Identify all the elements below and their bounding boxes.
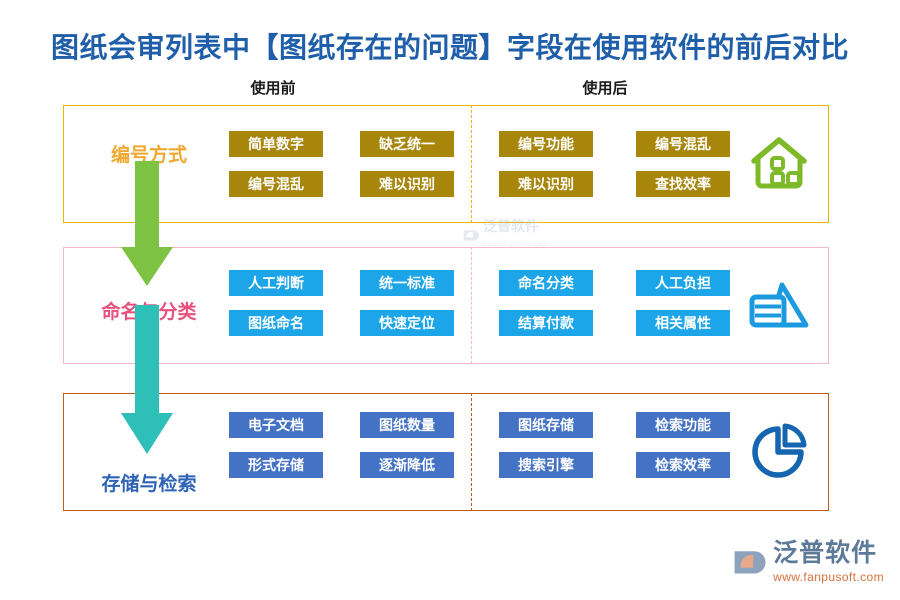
down-arrow-green	[117, 161, 177, 289]
tag-before[interactable]: 缺乏统一	[360, 131, 454, 157]
comparison-row-numbering: 编号方式 简单数字 缺乏统一 编号混乱 难以识别 编号功能 编号混乱 难以识别 …	[63, 105, 829, 223]
row-divider	[471, 105, 472, 223]
tag-before[interactable]: 快速定位	[360, 310, 454, 336]
tag-after[interactable]: 命名分类	[499, 270, 593, 296]
watermark-name: 泛普软件	[483, 218, 539, 234]
row-category-label: 编号方式	[110, 145, 187, 166]
fanpu-logo-mark-icon	[463, 229, 479, 241]
tag-after[interactable]: 查找效率	[636, 171, 730, 197]
tag-before[interactable]: 形式存储	[229, 452, 323, 478]
column-header-after: 使用后	[582, 80, 628, 97]
down-arrow-teal	[117, 305, 177, 457]
house-icon	[746, 133, 812, 195]
tag-after[interactable]: 结算付款	[499, 310, 593, 336]
tag-after[interactable]: 人工负担	[636, 270, 730, 296]
tag-after[interactable]: 难以识别	[499, 171, 593, 197]
page-title: 图纸会审列表中【图纸存在的问题】字段在使用软件的前后对比	[50, 32, 849, 63]
row-divider	[471, 247, 472, 364]
tag-after[interactable]: 检索功能	[636, 412, 730, 438]
center-watermark: 泛普软件 FANPU SOFTWARE	[462, 219, 582, 251]
row-divider	[471, 393, 472, 511]
tag-before[interactable]: 人工判断	[229, 270, 323, 296]
tag-after[interactable]: 编号混乱	[636, 131, 730, 157]
column-header-before: 使用前	[250, 80, 296, 97]
tag-before[interactable]: 图纸数量	[360, 412, 454, 438]
tag-after[interactable]: 相关属性	[636, 310, 730, 336]
tag-after[interactable]: 编号功能	[499, 131, 593, 157]
watermark-sub: FANPU SOFTWARE	[483, 243, 548, 249]
tag-before[interactable]: 编号混乱	[229, 171, 323, 197]
tag-before[interactable]: 逐渐降低	[360, 452, 454, 478]
comparison-row-naming: 命名与分类 人工判断 统一标准 图纸命名 快速定位 命名分类 人工负担 结算付款…	[63, 247, 829, 364]
brand-url: www.fanpusoft.com	[773, 569, 884, 584]
row-category-label: 存储与检索	[101, 474, 197, 495]
brand-logo: 泛普软件 www.fanpusoft.com	[731, 539, 884, 586]
comparison-row-storage: 存储与检索 电子文档 图纸数量 形式存储 逐渐降低 图纸存储 检索功能 搜索引擎…	[63, 393, 829, 511]
fanpu-logo-mark-icon	[734, 551, 766, 574]
tag-before[interactable]: 图纸命名	[229, 310, 323, 336]
tag-before[interactable]: 统一标准	[360, 270, 454, 296]
tag-before[interactable]: 简单数字	[229, 131, 323, 157]
tag-after[interactable]: 搜索引擎	[499, 452, 593, 478]
tag-after[interactable]: 图纸存储	[499, 412, 593, 438]
brand-name: 泛普软件	[773, 538, 878, 567]
chart-document-icon	[746, 275, 812, 337]
tag-before[interactable]: 难以识别	[360, 171, 454, 197]
pie-chart-icon	[746, 421, 812, 483]
tag-before[interactable]: 电子文档	[229, 412, 323, 438]
tag-after[interactable]: 检索效率	[636, 452, 730, 478]
